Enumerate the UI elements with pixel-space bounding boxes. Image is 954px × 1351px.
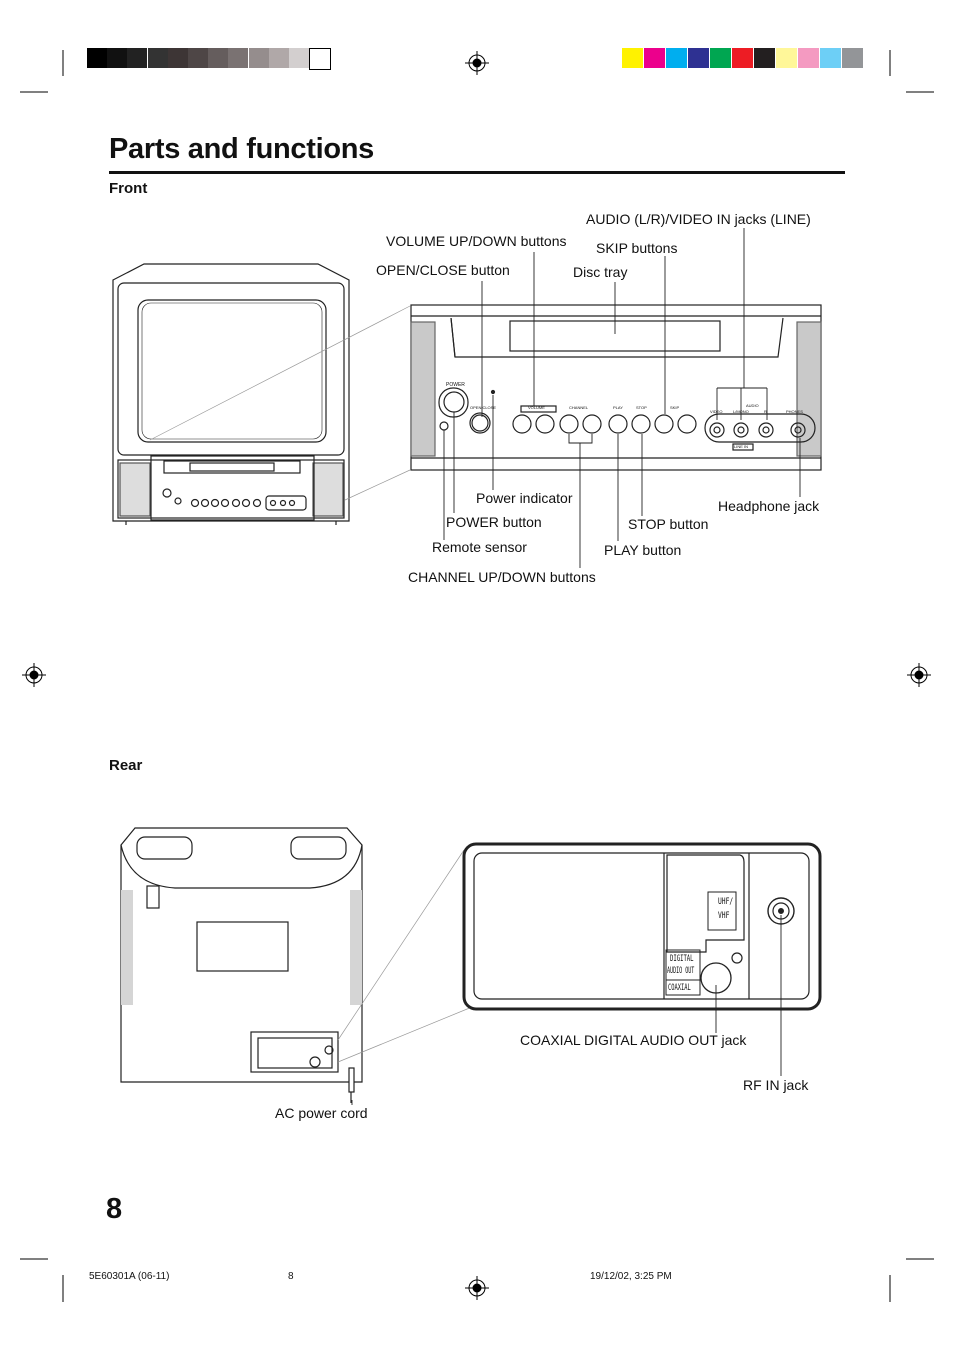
rear-vhf-text: VHF [718,911,730,921]
color-swatch [842,48,863,68]
panel-stop-text: STOP [636,405,647,410]
color-swatch [732,48,753,68]
rear-coaxial-text: COAXIAL [668,983,691,993]
label-power-indicator: Power indicator [476,490,573,506]
label-headphone: Headphone jack [718,498,820,514]
color-swatch [776,48,797,68]
tv-rear-illustration [120,827,363,1103]
color-swatch [622,48,643,68]
panel-phones-text: PHONES [786,409,803,414]
color-swatch [710,48,731,68]
gray-swatch [147,48,168,68]
tv-front-illustration [112,263,350,525]
label-ac-cord: AC power cord [275,1105,368,1121]
title-rule [109,171,845,174]
label-volume: VOLUME UP/DOWN buttons [386,233,567,249]
rear-uhf-text: UHF/ [718,897,734,907]
label-skip: SKIP buttons [596,240,678,256]
panel-r-text: R [764,409,767,414]
gray-swatch [127,48,148,68]
panel-play-text: PLAY [613,405,623,410]
panel-skip-text: SKIP [670,405,680,410]
section-rear: Rear [109,757,143,774]
panel-channel-text: CHANNEL [569,405,589,410]
registration-target-icon [22,51,931,1300]
label-power-button: POWER button [446,514,542,530]
label-open-close: OPEN/CLOSE button [376,262,510,278]
gray-swatch [107,48,128,68]
color-swatch [754,48,775,68]
section-front: Front [109,180,148,197]
label-stop: STOP button [628,516,709,532]
label-disc-tray: Disc tray [573,264,628,280]
footer-date: 19/12/02, 3:25 PM [590,1271,672,1282]
gray-swatch [87,48,107,68]
gray-swatch [289,48,309,68]
color-swatch [798,48,819,68]
gray-swatch [248,48,269,68]
color-swatch [820,48,841,68]
label-remote-sensor: Remote sensor [432,539,527,555]
panel-audio-text: AUDIO [746,403,759,408]
gray-swatch [167,48,188,68]
label-audio-video-in: AUDIO (L/R)/VIDEO IN jacks (LINE) [586,211,811,227]
label-play: PLAY button [604,542,682,558]
rear-digital-text: DIGITAL [670,954,694,964]
rear-audio-out-text: AUDIO OUT [667,966,695,976]
label-channel: CHANNEL UP/DOWN buttons [408,569,596,585]
color-swatch [644,48,665,68]
gray-swatch [188,48,208,68]
gray-swatch [309,48,332,70]
panel-open-close-text: OPEN/CLOSE [470,405,497,410]
panel-video-text: VIDEO [710,409,723,414]
gray-swatch [228,48,249,68]
gray-swatch [268,48,289,68]
panel-line-in-text: LINE IN [734,444,749,449]
rear-panel-detail [462,842,822,1011]
color-swatch [666,48,687,68]
gray-swatch [208,48,229,68]
label-rf-in: RF IN jack [743,1077,809,1093]
footer-code: 5E60301A (06-11) [89,1271,170,1282]
color-swatch [688,48,709,68]
label-coaxial-out: COAXIAL DIGITAL AUDIO OUT jack [520,1032,747,1048]
panel-volume-text: VOLUME [528,405,545,410]
panel-lmono-text: L/MONO [733,409,749,414]
page-number: 8 [106,1193,123,1225]
panel-power-text: POWER [446,382,465,388]
footer-page: 8 [288,1271,294,1282]
front-leader-lines [443,228,801,568]
page-title: Parts and functions [109,133,374,165]
